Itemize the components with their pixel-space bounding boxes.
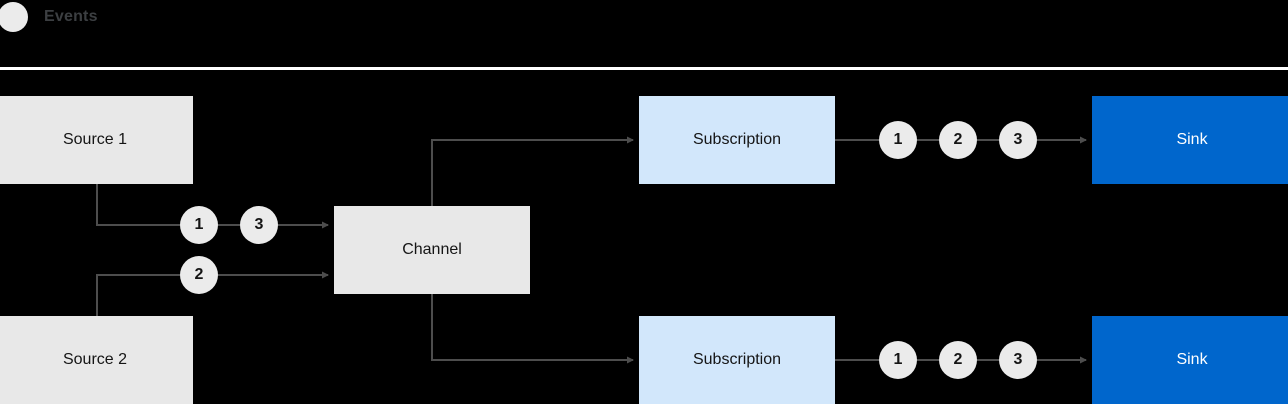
legend: Events [0, 0, 200, 34]
wire-source1-to-token1 [96, 184, 180, 226]
node-sink-1[interactable]: Sink [1092, 96, 1288, 184]
event-dot-icon [0, 2, 28, 32]
node-source-2-label: Source 2 [62, 351, 128, 368]
node-sink-2[interactable]: Sink [1092, 316, 1288, 404]
node-subscription-2[interactable]: Subscription [639, 316, 835, 404]
legend-label: Events [44, 8, 98, 25]
event-token: 1 [180, 206, 218, 244]
event-token: 2 [939, 341, 977, 379]
node-source-1-label: Source 1 [62, 131, 128, 148]
event-token: 3 [999, 121, 1037, 159]
event-token: 1 [879, 341, 917, 379]
event-token: 1 [879, 121, 917, 159]
wire-channel-to-subscription2 [431, 294, 634, 364]
node-sink-2-label: Sink [1176, 351, 1208, 368]
node-subscription-1[interactable]: Subscription [639, 96, 835, 184]
header-divider [0, 67, 1288, 70]
wire-source2-to-token2 [96, 274, 180, 316]
node-channel[interactable]: Channel [334, 206, 530, 294]
wire-channel-to-subscription1 [431, 136, 634, 206]
node-source-1[interactable]: Source 1 [0, 96, 193, 184]
node-subscription-1-label: Subscription [692, 131, 782, 148]
event-token: 3 [999, 341, 1037, 379]
node-sink-1-label: Sink [1176, 131, 1208, 148]
event-token: 2 [180, 256, 218, 294]
node-subscription-2-label: Subscription [692, 351, 782, 368]
event-token: 2 [939, 121, 977, 159]
node-channel-label: Channel [402, 241, 462, 258]
node-source-2[interactable]: Source 2 [0, 316, 193, 404]
event-token: 3 [240, 206, 278, 244]
